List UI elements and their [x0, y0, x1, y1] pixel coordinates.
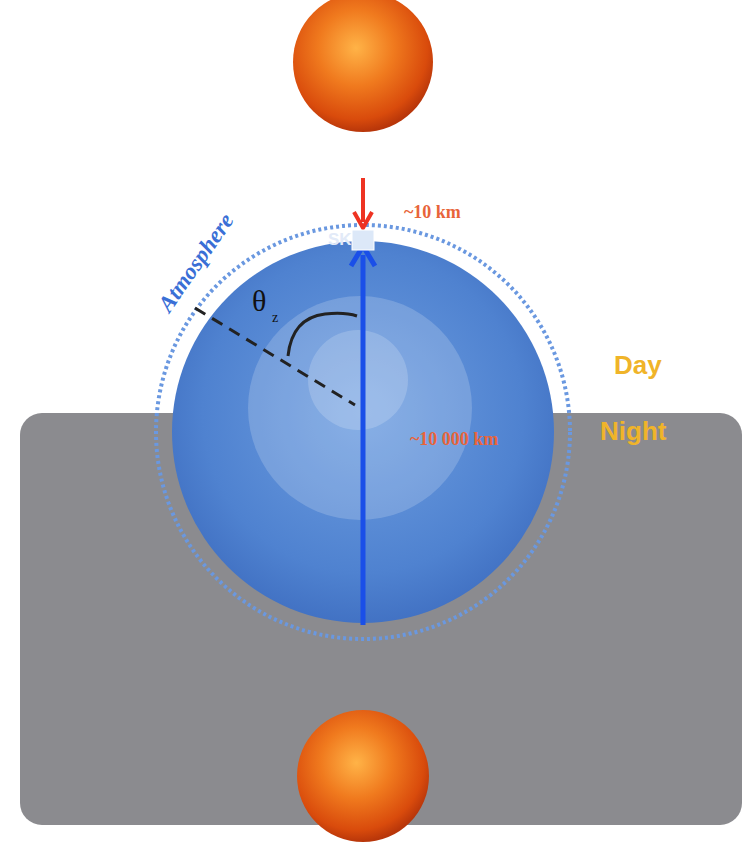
angle-subscript: z [272, 311, 278, 325]
region-label: Night [600, 418, 666, 444]
day-neutrino-path [361, 178, 365, 222]
region-label: Atmosphere [154, 209, 238, 315]
sun [293, 0, 433, 132]
angle-symbol: θ [252, 286, 266, 316]
mantle [248, 296, 472, 520]
detector-box [352, 230, 374, 250]
dimension-label: ~10 km [404, 203, 461, 221]
dimension-label: ~10 000 km [410, 430, 498, 448]
detector-label: SK [328, 231, 352, 248]
arrow-head [354, 212, 372, 228]
angle-arc [288, 313, 357, 356]
sun [297, 710, 429, 842]
core [308, 330, 408, 430]
region-label: Day [614, 352, 662, 378]
zenith-line [195, 308, 355, 405]
night-neutrino-path [361, 255, 366, 625]
atmosphere-ring [156, 225, 570, 639]
